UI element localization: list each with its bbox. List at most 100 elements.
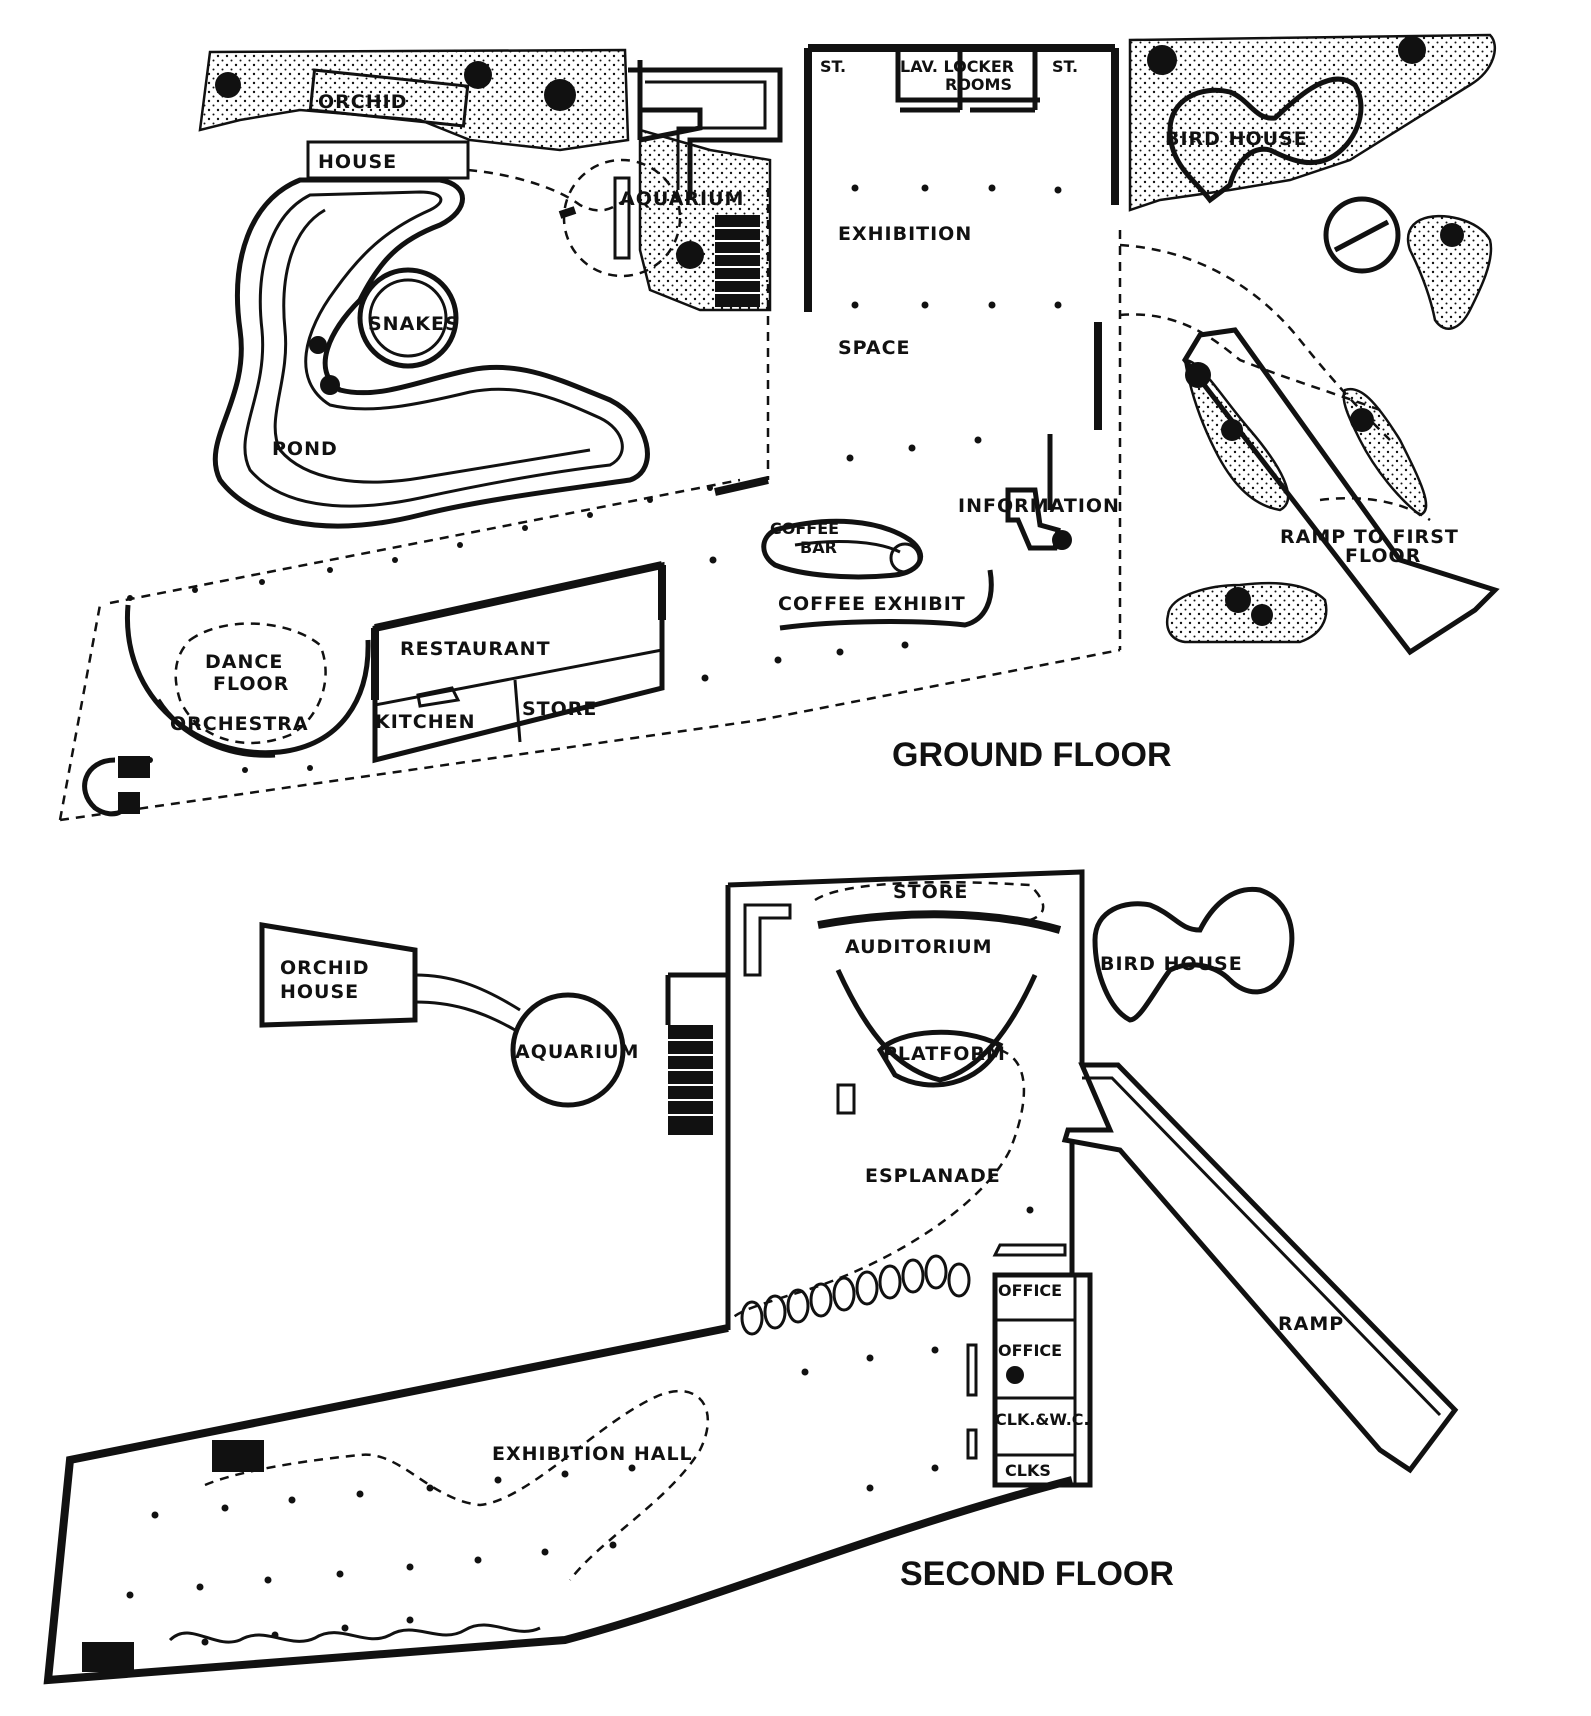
label-coffee-exhibit: COFFEE EXHIBIT [778, 593, 966, 615]
label-exhibition-hall: EXHIBITION HALL [492, 1443, 693, 1465]
column-bar-2 [966, 1428, 978, 1460]
coffee-exhibit-curve [779, 569, 994, 631]
orchid-house-block-upper [308, 68, 470, 128]
label-coffee-bar-1: COFFEE [770, 519, 839, 538]
bird-house-ground [1167, 76, 1364, 204]
zigzag-stair-upper-right [992, 1243, 1067, 1257]
pond-to-aquarium-path [467, 168, 626, 212]
label-platform: PLATFORM [883, 1043, 1006, 1065]
exhibition-hall-route [204, 1389, 710, 1581]
tree-symbols-ground [215, 36, 1464, 626]
label-clks: CLKS [1005, 1461, 1051, 1480]
exhibition-hall-wave [168, 1623, 541, 1644]
snakes-enclosure-outer [357, 267, 459, 369]
ramp-path-3 [1319, 496, 1431, 522]
ground-wall-segment [714, 476, 769, 496]
aquarium-wall-l [637, 60, 703, 143]
window-strip-offices [1073, 1273, 1092, 1487]
pond-inner-ring [243, 190, 624, 508]
ramp-path-2 [1119, 313, 1381, 412]
second-floor-main-wall [665, 869, 1085, 1330]
label-bird-house-ground: BIRD HOUSE [1165, 128, 1308, 150]
label-ramp-upper: RAMP [1278, 1313, 1344, 1335]
colonnade-upper [740, 1254, 971, 1336]
stair-lines-upper [668, 1039, 713, 1116]
label-rooms: ROOMS [945, 75, 1012, 94]
label-esplanade: ESPLANADE [865, 1165, 1001, 1187]
planting-bed-top-left [198, 48, 630, 152]
label-st-left: ST. [820, 57, 846, 76]
orchestra-stage [155, 698, 276, 758]
platform-outline [876, 1029, 1004, 1088]
ground-floor-plan: ORCHID HOUSE AQUARIUM SNAKES POND EXHIBI… [58, 33, 1500, 822]
ramp-upper [1061, 1062, 1459, 1474]
lavatory-rooms [895, 50, 1040, 113]
aquarium-outer-l-wall [628, 67, 783, 200]
coffee-bar-stools [889, 542, 921, 574]
second-floor-title: SECOND FLOOR [900, 1555, 1174, 1593]
label-house-upper: HOUSE [280, 981, 359, 1003]
planting-bed-bottom-right [1166, 581, 1328, 644]
label-store-upper: STORE [893, 881, 968, 903]
label-store-ground: STORE [522, 698, 597, 720]
label-dance-floor-1: DANCE [205, 651, 283, 673]
pond-outline [212, 177, 650, 529]
second-floor-plan: ORCHID HOUSE AQUARIUM STORE AUDITORIUM P… [43, 869, 1459, 1685]
entrance-stair-upper [118, 756, 150, 778]
label-bird-house-upper: BIRD HOUSE [1100, 953, 1243, 975]
stair-exhibition-bottom [82, 1642, 134, 1672]
planting-island-right [1406, 214, 1493, 330]
restaurant-kitchen-divider [374, 648, 663, 707]
restaurant-top-wall [374, 561, 663, 632]
label-information: INFORMATION [958, 495, 1120, 517]
exhibition-columns [701, 184, 1062, 682]
label-orchestra: ORCHESTRA [170, 713, 309, 735]
aquarium-tank [613, 176, 631, 260]
aquarium-inner-l-wall [645, 80, 767, 190]
label-office-1: OFFICE [998, 1281, 1062, 1300]
store-upper [814, 880, 1045, 922]
circular-marker [1323, 196, 1401, 274]
ground-floor-title: GROUND FLOOR [892, 736, 1172, 774]
bird-house-upper [1092, 886, 1295, 1023]
label-office-2: OFFICE [998, 1341, 1062, 1360]
label-auditorium: AUDITORIUM [845, 936, 993, 958]
stair-lines-ground [715, 227, 760, 294]
entrance-stair-lower [118, 792, 140, 814]
label-dance-floor-2: FLOOR [213, 673, 289, 695]
label-restaurant: RESTAURANT [400, 638, 551, 660]
aquarium-upper [510, 992, 626, 1108]
stair-exhibition-top [212, 1440, 264, 1472]
office-fixture [1006, 1366, 1024, 1384]
information-desk [1005, 487, 1061, 551]
aquarium-wall-mark [558, 206, 577, 219]
label-clk-wc: CLK.&W.C. [995, 1410, 1090, 1429]
ground-site-boundary [58, 478, 1121, 822]
orchid-house-upper [259, 922, 418, 1028]
dance-floor-ring [174, 622, 327, 745]
label-space: SPACE [838, 337, 911, 359]
orchid-aquarium-link [414, 973, 521, 1032]
column-bar-1 [966, 1343, 978, 1397]
information-spiral [1052, 530, 1072, 550]
ramp-upper-inner [1082, 1076, 1442, 1417]
label-house-ground: HOUSE [318, 151, 397, 173]
label-snakes: SNAKES [368, 313, 460, 335]
label-aquarium-upper: AQUARIUM [515, 1041, 639, 1063]
label-lockers: LAV. LOCKER [900, 57, 1014, 76]
auditorium-seating [835, 968, 1038, 1083]
auditorium-screen [817, 910, 1062, 934]
label-aquarium-ground: AQUARIUM [620, 188, 744, 210]
label-kitchen: KITCHEN [375, 711, 475, 733]
label-ramp-2: FLOOR [1345, 545, 1421, 567]
ground-boundary-dots [127, 485, 713, 773]
pond-inner-ring-2 [273, 208, 591, 484]
exhibition-hall-outline [43, 1324, 1074, 1685]
restaurant-counter [416, 686, 461, 708]
label-pond: POND [272, 438, 338, 460]
label-coffee-bar-2: BAR [800, 538, 837, 557]
label-ramp-1: RAMP TO FIRST [1280, 526, 1459, 548]
entrance-stair-curve [82, 757, 122, 817]
label-st-right: ST. [1052, 57, 1078, 76]
